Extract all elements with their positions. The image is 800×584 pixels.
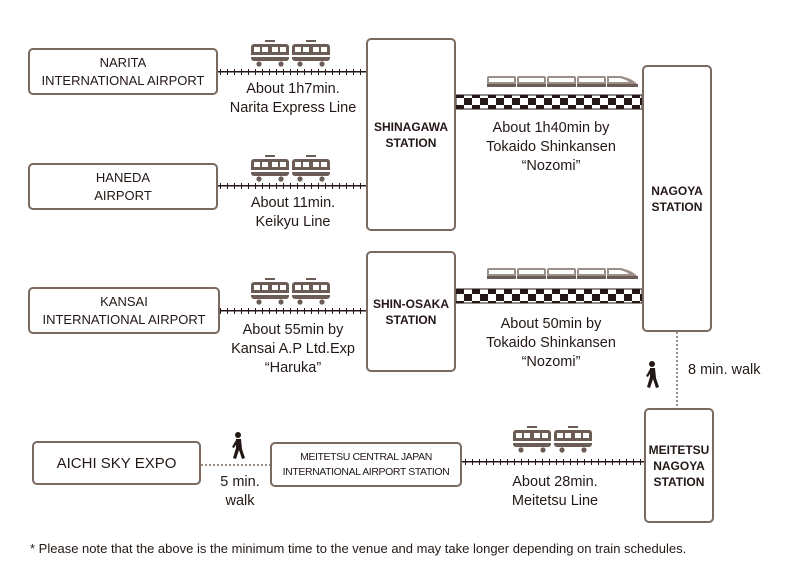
meitetsu-nagoya-station-label: MEITETSU NAGOYA STATION	[648, 442, 710, 489]
haneda-airport-label: HANEDA AIRPORT	[94, 169, 152, 203]
meitetsu-airport-station-box: MEITETSU CENTRAL JAPAN INTERNATIONAL AIR…	[270, 442, 462, 487]
shinkansen-icon	[487, 76, 638, 87]
meitetsu-nagoya-station-box: MEITETSU NAGOYA STATION	[644, 408, 714, 523]
footnote: * Please note that the above is the mini…	[30, 541, 687, 556]
haneda-route-label: About 11min. Keikyu Line	[250, 195, 336, 230]
shinagawa-station-box: SHINAGAWA STATION	[366, 38, 456, 231]
shinagawa-station-label: SHINAGAWA STATION	[373, 119, 448, 150]
nagoya-station-box: NAGOYA STATION	[642, 65, 712, 332]
aichi-sky-expo-box: AICHI SKY EXPO	[32, 441, 201, 485]
narita-route-label: About 1h7min. Narita Express Line	[229, 81, 357, 116]
nagoya-station-label: NAGOYA STATION	[651, 183, 703, 214]
haneda-airport-box: HANEDA AIRPORT	[28, 163, 218, 210]
shin-osaka-station-label: SHIN-OSAKA STATION	[372, 296, 449, 327]
shinkansen-track-upper	[455, 94, 643, 110]
meitetsu-airport-station-label: MEITETSU CENTRAL JAPAN INTERNATIONAL AIR…	[282, 450, 450, 478]
commuter-train-icon	[251, 155, 330, 182]
kansai-rail	[220, 308, 366, 314]
kansai-airport-box: KANSAI INTERNATIONAL AIRPORT	[28, 287, 220, 334]
commuter-train-icon	[251, 40, 330, 67]
shinagawa-nagoya-route-label: About 1h40min by Tokaido Shinkansen “Noz…	[486, 120, 616, 174]
shinosaka-nagoya-route-label: About 50min by Tokaido Shinkansen “Nozom…	[486, 316, 616, 370]
meitetsu-rail	[462, 459, 645, 465]
kansai-route-label: About 55min by Kansai A.P Ltd.Exp “Haruk…	[231, 322, 355, 376]
aichi-sky-expo-label: AICHI SKY EXPO	[56, 454, 177, 472]
walking-person-icon	[646, 361, 659, 388]
meitetsu-line-label: About 28min. Meitetsu Line	[511, 474, 599, 509]
narita-airport-label: NARITA INTERNATIONAL AIRPORT	[41, 54, 205, 88]
shin-osaka-station-box: SHIN-OSAKA STATION	[366, 251, 456, 372]
walking-person-icon	[232, 432, 245, 459]
expo-walk-label: 5 min. walk	[220, 474, 260, 509]
narita-airport-box: NARITA INTERNATIONAL AIRPORT	[28, 48, 218, 95]
shinkansen-track-lower	[455, 288, 643, 304]
commuter-train-icon	[251, 278, 330, 305]
narita-rail	[218, 69, 366, 75]
kansai-airport-label: KANSAI INTERNATIONAL AIRPORT	[42, 293, 206, 327]
commuter-train-icon	[513, 426, 592, 453]
shinkansen-icon	[487, 268, 638, 279]
nagoya-walk-label: 8 min. walk	[688, 362, 761, 378]
haneda-rail	[218, 183, 366, 189]
